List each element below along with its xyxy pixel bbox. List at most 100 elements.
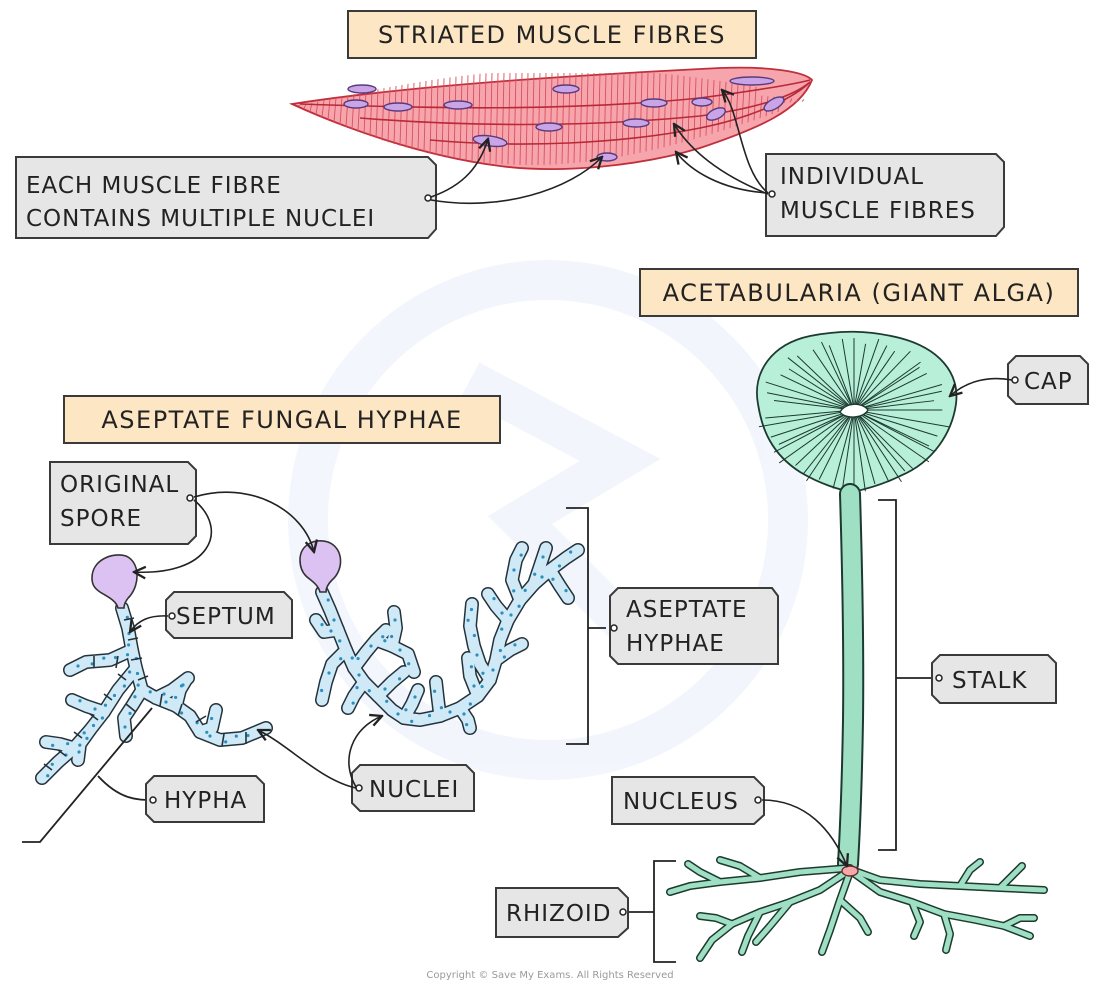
- hypha-nucleus-dot: [517, 604, 521, 608]
- cap-label: CAP: [1007, 355, 1089, 405]
- cap-ray: [853, 409, 930, 463]
- cap-ray: [853, 350, 896, 411]
- cap-ray: [787, 357, 855, 411]
- rhizoid-branch-fill: [941, 911, 953, 953]
- cap-ray: [853, 343, 867, 411]
- cap-ray: [853, 409, 914, 469]
- multiple-nuclei-label: EACH MUSCLE FIBRE CONTAINS MULTIPLE NUCL…: [15, 156, 437, 239]
- aseptate-hyphae-label-line2: HYPHAE: [626, 631, 725, 657]
- hypha-nucleus-dot: [148, 690, 152, 694]
- striation-line: [387, 87, 391, 143]
- hypha-nucleus-dot: [480, 684, 484, 689]
- cap-ray: [842, 409, 855, 488]
- acetabularia-title-box: ACETABULARIA (GIANT ALGA): [639, 268, 1079, 317]
- arrow-to-fibre-1: [676, 152, 769, 194]
- cap-ray: [853, 409, 866, 492]
- aseptate-hypha-drawing: [299, 540, 585, 735]
- hypha-nucleus-dot: [164, 700, 168, 704]
- septum-wall: [73, 731, 83, 739]
- hypha-nucleus-dot: [91, 723, 96, 728]
- cap-ray: [841, 338, 855, 411]
- original-spore-label-line1: ORIGINAL: [60, 472, 179, 498]
- striation-line: [759, 95, 763, 119]
- hypha-nucleus-dot: [136, 683, 140, 687]
- arrow-to-alga-nucleus: [761, 799, 847, 866]
- hypha-nucleus-dot: [77, 750, 81, 754]
- striation-line: [507, 72, 511, 165]
- septate-hypha-drawing: [35, 554, 273, 785]
- muscle-nucleus: [691, 97, 713, 107]
- nuclei-label-text: NUCLEI: [369, 777, 459, 803]
- striation-line: [513, 72, 517, 165]
- hypha-nucleus-dot: [123, 725, 127, 729]
- hypha-nucleus-dot: [564, 589, 568, 593]
- striation-line: [627, 72, 631, 156]
- arrow-to-muscle-nucleus-1: [430, 139, 488, 198]
- hypha-nucleus-dot: [383, 687, 387, 691]
- septum-wall: [43, 763, 53, 771]
- individual-fibres-label-line1: INDIVIDUAL: [780, 164, 924, 190]
- hypha-nucleus-dot: [398, 648, 402, 652]
- hypha-nucleus-dot: [491, 668, 495, 672]
- cap-ray: [853, 409, 935, 452]
- hypha-label: HYPHA: [145, 775, 265, 823]
- rhizoid-branch-fill: [753, 899, 793, 945]
- hypha-nucleus-dot: [82, 731, 86, 735]
- rhizoid-branch-fill: [1001, 915, 1037, 929]
- hypha-nucleus-dot: [557, 564, 562, 568]
- hypha-nucleus-dot: [100, 716, 105, 720]
- hypha-nucleus-dot: [500, 611, 504, 615]
- septum-wall: [221, 733, 225, 747]
- hypha-nucleus-dot: [369, 644, 373, 648]
- rhizoid-branch-fill: [739, 909, 763, 955]
- spore-left: [91, 554, 138, 609]
- striation-line: [597, 72, 601, 161]
- hypha-branch-fill: [66, 694, 110, 718]
- hypha-nucleus-dot: [122, 684, 126, 688]
- cap-ray: [853, 384, 943, 411]
- hypha-nucleus-dot: [128, 711, 132, 715]
- cap-ray: [853, 361, 921, 411]
- hypha-nucleus-dot: [103, 703, 108, 707]
- hypha-branch-fill: [118, 684, 148, 742]
- hypha-nucleus-dot: [512, 568, 516, 572]
- fungal-section: ASEPTATE FUNGAL HYPHAE ORIGINAL SPORE: [22, 395, 779, 843]
- hypha-nucleus-dot: [465, 722, 469, 727]
- striation-line: [537, 72, 541, 165]
- multiple-nuclei-label-line1: EACH MUSCLE FIBRE: [26, 173, 282, 199]
- hypha-nucleus-dot: [502, 655, 507, 659]
- striation-line: [453, 76, 457, 159]
- stalk-bracket: [878, 499, 934, 851]
- muscle-title-box: STRIATED MUSCLE FIBRES: [347, 10, 757, 59]
- hypha-nucleus-dot: [339, 657, 343, 661]
- hypha-nucleus-dot: [174, 695, 178, 700]
- hypha-nucleus-dot: [475, 653, 479, 657]
- striation-line: [435, 79, 439, 155]
- hypha-branch-fill: [454, 702, 476, 734]
- watermark-logo: [288, 260, 808, 780]
- hypha-nucleus-dot: [519, 553, 523, 557]
- acetabularia-section: ACETABULARIA (GIANT ALGA) CAP: [495, 268, 1089, 963]
- striation-line: [501, 72, 505, 165]
- hypha-nucleus-dot: [498, 648, 502, 653]
- arrow-to-muscle-nucleus-2: [430, 157, 602, 205]
- muscle-title: STRIATED MUSCLE FIBRES: [378, 21, 726, 49]
- hypha-nucleus-dot: [492, 597, 496, 601]
- hypha-nucleus-dot: [50, 762, 54, 766]
- muscle-nucleus: [622, 118, 650, 128]
- hypha-nucleus-dot: [112, 693, 117, 698]
- hypha-nucleus-dot: [472, 633, 476, 638]
- hypha-branch-fill: [194, 704, 222, 738]
- rhizoid-branch-fill: [909, 899, 923, 939]
- septum-wall: [130, 657, 143, 661]
- cap-ray: [853, 350, 911, 411]
- muscle-section: STRIATED MUSCLE FIBRES EACH: [15, 10, 1005, 239]
- hypha-branch-fill: [398, 684, 424, 724]
- hypha-nucleus-dot: [127, 643, 131, 647]
- striation-line: [615, 72, 619, 158]
- hypha-nucleus-dot: [407, 662, 411, 666]
- individual-fibres-label-line2: MUSCLE FIBRES: [780, 198, 976, 224]
- rhizoid-branch-fill: [819, 869, 853, 955]
- hypha-nucleus-dot: [466, 618, 470, 622]
- rhizoid-branch-fill: [717, 857, 763, 881]
